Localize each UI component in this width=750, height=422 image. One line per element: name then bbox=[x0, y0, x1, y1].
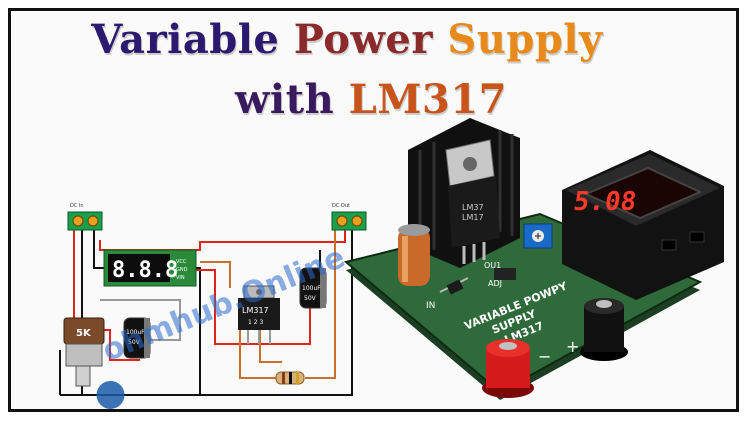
board-regulator: LM37 LM17 bbox=[445, 139, 500, 264]
svg-text:LM17: LM17 bbox=[462, 213, 484, 222]
label-in: IN bbox=[426, 301, 435, 311]
output-terminal-label: DC Out bbox=[332, 203, 350, 209]
title-line-2: with LM317 bbox=[0, 76, 746, 123]
input-terminal-label: DC In bbox=[70, 203, 84, 209]
potentiometer: 5K bbox=[63, 317, 105, 387]
svg-text:100uF: 100uF bbox=[302, 285, 321, 292]
title-line-1: Variable Power Supply bbox=[0, 16, 722, 63]
capacitor-2: 100uF 50V bbox=[299, 267, 327, 309]
svg-text:LM37: LM37 bbox=[462, 203, 484, 212]
title-word-variable: Variable bbox=[91, 16, 294, 63]
label-plus: + bbox=[566, 337, 579, 356]
svg-text:100uF: 100uF bbox=[126, 329, 145, 336]
title-word-supply: Supply bbox=[447, 16, 603, 63]
board-capacitor bbox=[398, 224, 430, 286]
svg-text:LM317: LM317 bbox=[242, 306, 269, 315]
svg-text:5K: 5K bbox=[76, 328, 92, 339]
diode bbox=[439, 277, 469, 295]
red-binding-post bbox=[482, 339, 534, 398]
black-binding-post bbox=[580, 298, 628, 361]
board-chip bbox=[494, 268, 516, 280]
svg-text:50V: 50V bbox=[304, 295, 317, 302]
svg-text:1 2 3: 1 2 3 bbox=[248, 319, 263, 326]
title-word-lm317: LM317 bbox=[348, 76, 508, 123]
schematic-regulator: LM317 1 2 3 bbox=[238, 285, 280, 344]
label-out: OU1 bbox=[484, 261, 501, 270]
pcb-board: LM37 LM17 5.08 bbox=[343, 118, 724, 400]
schematic: DC In DC Out 8.8.8 VCC GND VIN 5K 100uF … bbox=[59, 203, 367, 409]
label-adj: ADJ bbox=[488, 279, 502, 288]
svg-text:50V: 50V bbox=[128, 339, 141, 346]
title-word-power: Power bbox=[293, 16, 448, 63]
voltmeter: 5.08 bbox=[562, 150, 724, 300]
title-word-with: with bbox=[234, 76, 349, 123]
voltmeter-reading: 5.08 bbox=[572, 187, 639, 217]
svg-text:VIN: VIN bbox=[176, 275, 185, 281]
label-minus: − bbox=[538, 347, 551, 366]
svg-text:VCC: VCC bbox=[176, 259, 187, 265]
capacitor-1: 100uF 50V bbox=[123, 317, 151, 359]
resistor bbox=[275, 371, 305, 385]
schematic-voltmeter-reading: 8.8.8 bbox=[112, 258, 178, 283]
trimmer-pot bbox=[523, 223, 553, 249]
svg-text:GND: GND bbox=[176, 267, 188, 273]
